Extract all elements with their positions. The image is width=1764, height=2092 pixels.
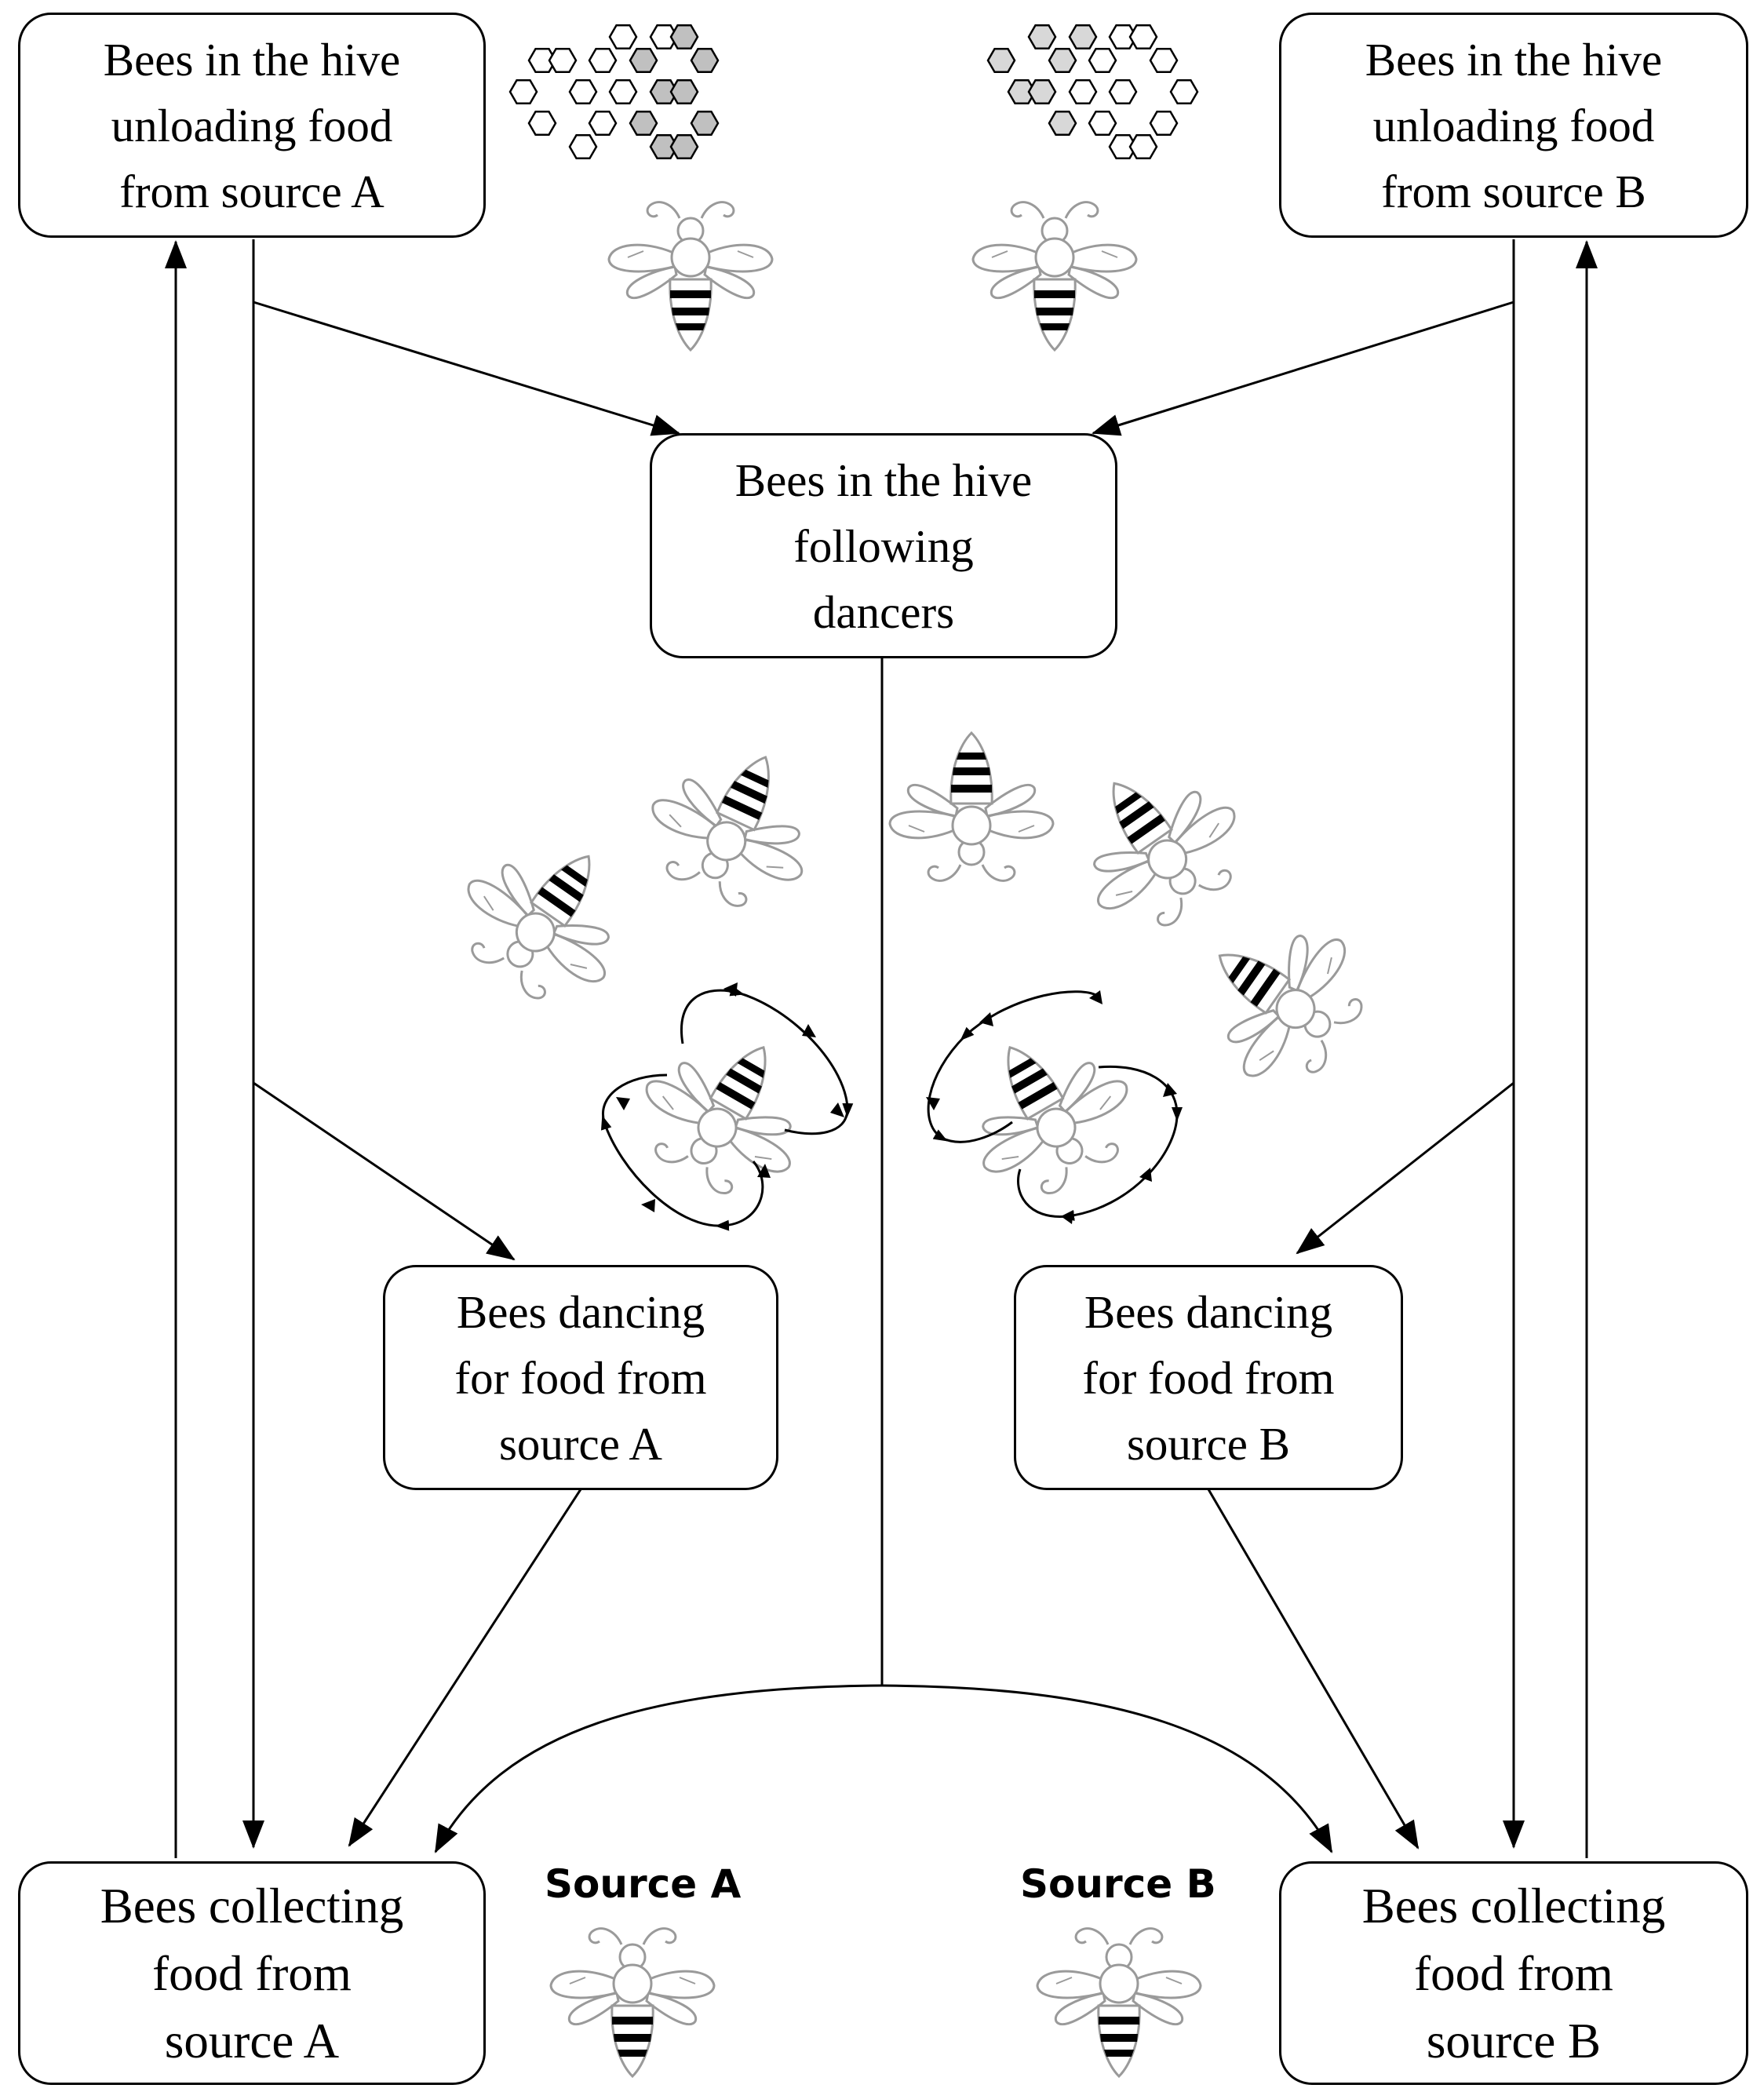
follower-bee-icon-3 [888, 731, 1055, 882]
follower-bee-icon-5 [1172, 887, 1389, 1109]
arrow-unload-a-to-following [253, 301, 680, 436]
dancing-bee-icon-b [938, 1005, 1156, 1218]
box-line: food from [152, 1945, 352, 2001]
box-line: source A [164, 2013, 340, 2068]
box-line: Bees in the hive [734, 454, 1033, 506]
bee-icon-hive-right [971, 201, 1138, 352]
arrow-unload-b-to-dance-b [1296, 1081, 1514, 1255]
box-line: source B [1126, 1417, 1291, 1470]
arrow-unload-b-to-following [1092, 301, 1514, 436]
box-dancing-source-a: Bees dancing for food from source A [383, 1265, 778, 1490]
follower-bee-icon-4 [1046, 735, 1267, 953]
box-line: source B [1426, 2013, 1602, 2068]
box-collecting-source-a: Bees collecting food from source A [18, 1861, 486, 2085]
source-b-label: Source B [1020, 1861, 1216, 1907]
box-line: for food from [1082, 1351, 1335, 1404]
honeycomb-right [986, 24, 1199, 159]
arc-to-collect-a [434, 1684, 883, 1853]
box-unloading-source-b: Bees in the hive unloading food from sou… [1279, 13, 1748, 238]
box-line: following [793, 519, 974, 572]
box-line: unloading food [111, 99, 393, 151]
arrow-unload-a-to-dance-a [253, 1081, 516, 1261]
box-collecting-source-b: Bees collecting food from source B [1279, 1861, 1748, 2085]
box-dancing-source-b: Bees dancing for food from source B [1014, 1265, 1403, 1490]
box-line: Bees dancing [456, 1285, 705, 1338]
bee-icon-source-a [549, 1927, 716, 2078]
box-line: for food from [454, 1351, 707, 1404]
box-line: from source B [1381, 165, 1646, 217]
box-line: food from [1414, 1945, 1613, 2001]
box-line: source A [498, 1417, 663, 1470]
box-line: dancers [812, 585, 955, 638]
dance-arrowheads [616, 982, 1177, 1224]
bee-icon-hive-left [607, 201, 774, 352]
box-line: from source A [119, 165, 385, 217]
arc-to-collect-b [881, 1684, 1333, 1853]
box-line: Bees collecting [1361, 1878, 1666, 1933]
follower-bee-icon-1 [628, 721, 841, 928]
box-following-dancers: Bees in the hive following dancers [650, 433, 1117, 658]
box-line: Bees collecting [100, 1878, 404, 1933]
box-line: Bees in the hive [1365, 33, 1663, 86]
box-line: Bees dancing [1084, 1285, 1333, 1338]
arrow-dance-a-to-collect-a [348, 1489, 582, 1847]
follower-bee-icon-2 [436, 808, 657, 1026]
dancing-bee-icon-a [618, 1005, 836, 1218]
arrow-dance-b-to-collect-b [1207, 1489, 1420, 1850]
box-line: Bees in the hive [103, 33, 401, 86]
honeycomb-left [508, 24, 720, 159]
box-line: unloading food [1372, 99, 1655, 151]
connectors [165, 239, 1598, 1858]
source-a-label: Source A [545, 1861, 742, 1907]
box-unloading-source-a: Bees in the hive unloading food from sou… [18, 13, 486, 238]
bee-icon-source-b [1036, 1927, 1202, 2078]
